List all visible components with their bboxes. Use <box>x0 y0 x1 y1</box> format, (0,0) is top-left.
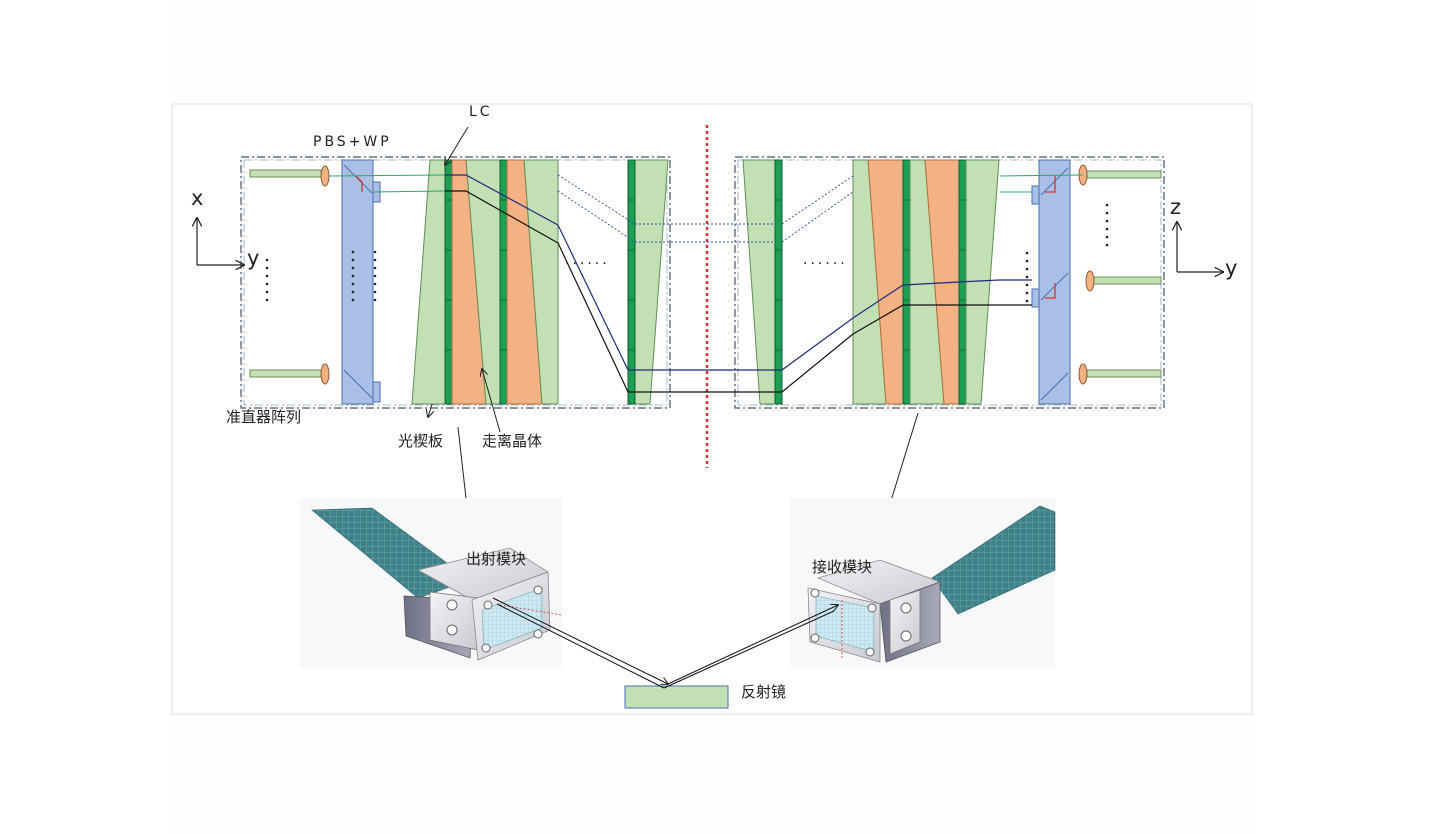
left-lc-1 <box>444 159 453 405</box>
bottom-band <box>172 714 1252 834</box>
right-collimator-3 <box>1078 363 1162 385</box>
beam-paths <box>328 174 1084 393</box>
right-ellipsis-dots <box>1025 203 1109 303</box>
right-pbs-plate <box>1038 159 1071 405</box>
walkoff-crystal-label: 走离晶体 <box>482 432 543 450</box>
right-axis-y: y <box>1225 256 1238 280</box>
receive-module-render <box>807 505 1056 663</box>
left-axis-x: x <box>191 186 204 210</box>
left-lc-end <box>627 159 636 405</box>
left-ellipsis: ...... <box>565 252 610 268</box>
right-collimator-2 <box>1085 270 1162 292</box>
reflector-label: 反射镜 <box>741 683 787 701</box>
wedge-plate-label: 光楔板 <box>398 432 444 450</box>
collimator-bottom <box>249 363 330 385</box>
left-ellipsis-dots <box>265 250 377 302</box>
receive-module-label: 接收模块 <box>812 558 873 576</box>
reflector-mirror <box>624 685 729 709</box>
lc-label: LC <box>469 104 493 120</box>
right-axis-arrows <box>1177 222 1223 272</box>
right-wedge-3 <box>965 159 1000 405</box>
collimator-top <box>249 165 330 187</box>
callout-arrows <box>428 126 919 543</box>
left-axis-arrows <box>197 218 244 265</box>
left-axis-y: y <box>247 246 260 270</box>
right-lc-end <box>774 159 783 405</box>
emit-module-label: 出射模块 <box>466 550 527 568</box>
right-lc-1 <box>902 159 911 405</box>
right-ellipsis: ...... <box>803 252 848 268</box>
receive-frame <box>734 156 1165 409</box>
pbs-wp-plate <box>341 159 374 405</box>
emit-module-render <box>311 507 563 661</box>
right-axis-z: z <box>1170 195 1182 219</box>
top-band <box>172 0 1252 104</box>
collimator-array-label: 准直器阵列 <box>226 408 302 426</box>
reflector-beam <box>492 597 838 689</box>
transmit-frame <box>240 156 671 409</box>
pbs-wp-label: PBS+WP <box>313 134 392 150</box>
